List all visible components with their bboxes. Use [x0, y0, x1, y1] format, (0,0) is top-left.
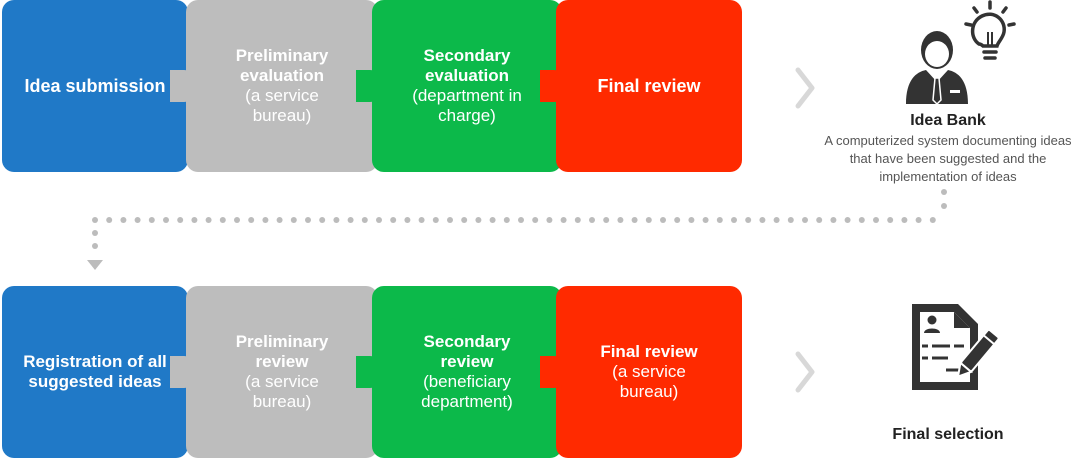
connector-dot: [645, 217, 652, 223]
connector-dot: [773, 217, 780, 223]
connector-dot: [532, 217, 539, 223]
step-connector-tab: [540, 356, 566, 388]
businessman-lightbulb-icon: [906, 0, 1016, 106]
connector-dot: [106, 217, 113, 223]
connector-dot: [518, 217, 524, 223]
document-pen-icon: [912, 304, 1000, 390]
connector-dot: [148, 217, 155, 223]
idea-bank-caption: Idea Bank A computerized system document…: [822, 112, 1074, 186]
connector-dot: [432, 217, 439, 223]
step-label: Preliminary evaluation: [235, 46, 329, 85]
step-label: Idea submission: [24, 76, 166, 96]
step-sublabel: (a service bureau): [245, 86, 319, 125]
connector-dot: [489, 217, 496, 223]
connector-dot: [844, 217, 851, 223]
step-sublabel: (a service bureau): [612, 362, 686, 401]
step-sublabel: (beneficiary department): [421, 372, 513, 411]
step-label: Final review: [597, 76, 701, 96]
step-registration: Registration of all suggested ideas: [2, 286, 188, 458]
connector-dot: [390, 217, 397, 223]
step-secondary-review: Secondary review (beneficiary department…: [356, 286, 562, 458]
step-label: Secondary review: [423, 332, 511, 371]
connector-dot: [901, 217, 908, 223]
connector-dot: [887, 217, 894, 223]
connector-dot: [702, 217, 709, 223]
connector-dot: [802, 217, 808, 223]
connector-dot: [603, 217, 610, 223]
step-label: Final review: [600, 342, 698, 361]
connector-dot: [305, 217, 311, 223]
connector-dot: [361, 217, 368, 223]
connector-dot: [163, 217, 169, 223]
step-preliminary-evaluation: Preliminary evaluation (a service bureau…: [170, 0, 378, 172]
step-connector-tab: [170, 70, 196, 102]
step-connector-tab: [170, 356, 196, 388]
connector-dot: [660, 217, 666, 223]
connector-dot: [347, 217, 354, 223]
connector-dot: [830, 217, 837, 223]
connector-dot: [546, 217, 553, 223]
dotted-connector: [87, 189, 947, 270]
connector-dot: [120, 217, 127, 223]
connector-dot: [248, 217, 255, 223]
connector-dot: [475, 217, 482, 223]
connector-dot: [617, 217, 624, 223]
step-label: Secondary evaluation: [423, 46, 511, 85]
connector-dot: [858, 217, 865, 223]
chevron-right-icon: [795, 67, 815, 109]
connector-dot: [731, 217, 737, 223]
connector-dot: [560, 217, 567, 223]
connector-dot: [574, 217, 581, 223]
connector-dot: [404, 217, 411, 223]
connector-dot: [376, 217, 382, 223]
idea-bank-title: Idea Bank: [910, 112, 986, 129]
connector-dot: [134, 217, 141, 223]
step-label: Preliminary review: [235, 332, 329, 371]
connector-dot: [234, 217, 240, 223]
connector-dot: [929, 217, 936, 223]
connector-dot: [205, 217, 212, 223]
step-final-review-bureau: Final review (a service bureau): [540, 286, 742, 458]
idea-bank-description: A computerized system documenting ideas …: [824, 133, 1072, 184]
connector-dot: [873, 217, 879, 223]
connector-dot: [276, 217, 283, 223]
connector-dot: [290, 217, 297, 223]
connector-dot: [418, 217, 425, 223]
process-row-submission: Idea submission Preliminary evaluation (…: [0, 0, 760, 172]
connector-dot: [461, 217, 468, 223]
connector-dot: [674, 217, 681, 223]
step-sublabel: (department in charge): [412, 86, 522, 125]
connector-dot: [745, 217, 752, 223]
connector-dot: [631, 217, 638, 223]
connector-dot: [915, 217, 922, 223]
connector-dot: [503, 217, 510, 223]
step-idea-submission: Idea submission: [2, 0, 188, 172]
step-final-review: Final review: [540, 0, 742, 172]
step-connector-tab: [356, 356, 382, 388]
connector-dot: [219, 217, 226, 223]
connector-dot: [787, 217, 794, 223]
step-secondary-evaluation: Secondary evaluation (department in char…: [356, 0, 562, 172]
connector-dot: [716, 217, 723, 223]
connector-dot: [191, 217, 198, 223]
connector-dot: [319, 217, 326, 223]
connector-dot: [759, 217, 766, 223]
connector-dot: [816, 217, 823, 223]
connector-dot: [688, 217, 695, 223]
connector-dot: [589, 217, 595, 223]
step-connector-tab: [540, 70, 566, 102]
process-row-selection: Registration of all suggested ideas Prel…: [0, 286, 760, 458]
connector-dot: [333, 217, 340, 223]
step-sublabel: (a service bureau): [245, 372, 319, 411]
connector-dot: [447, 217, 453, 223]
final-selection-label: Final selection: [892, 426, 1004, 443]
step-label: Registration of all suggested ideas: [23, 352, 167, 391]
connector-dot: [92, 217, 98, 223]
step-connector-tab: [356, 70, 382, 102]
chevron-right-icon: [795, 351, 815, 393]
connector-dot: [262, 217, 269, 223]
connector-dot: [177, 217, 184, 223]
step-preliminary-review: Preliminary review (a service bureau): [170, 286, 378, 458]
